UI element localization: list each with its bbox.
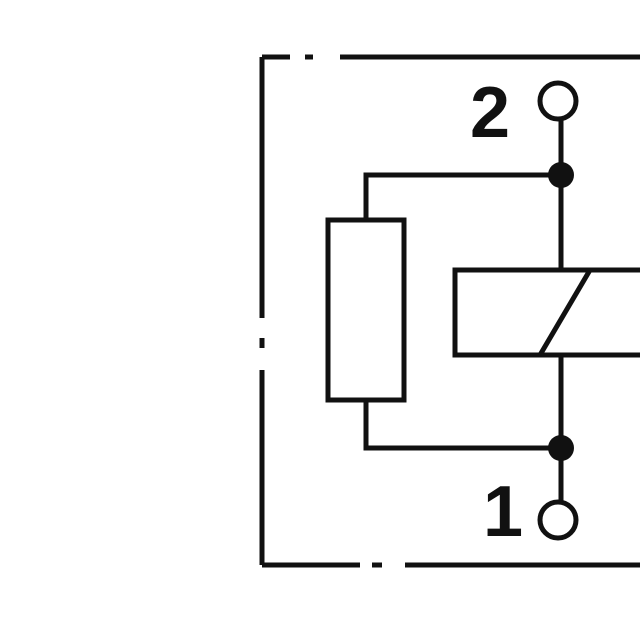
wiring — [363, 120, 564, 502]
junction-dot-bottom — [548, 435, 574, 461]
terminal-pin-2 — [537, 80, 579, 122]
resistor-symbol — [325, 217, 407, 403]
coil-diagonal — [537, 268, 593, 357]
wire-bottom-branch — [363, 400, 561, 451]
junction-dot-top — [548, 162, 574, 188]
pin-label-1: 1 — [483, 472, 523, 552]
pin-label-2: 2 — [470, 73, 510, 153]
wire-top-branch — [363, 172, 561, 220]
terminal-pin-1 — [537, 499, 579, 541]
relay-coil-symbol — [452, 267, 640, 358]
enclosure-outline — [259, 54, 640, 568]
